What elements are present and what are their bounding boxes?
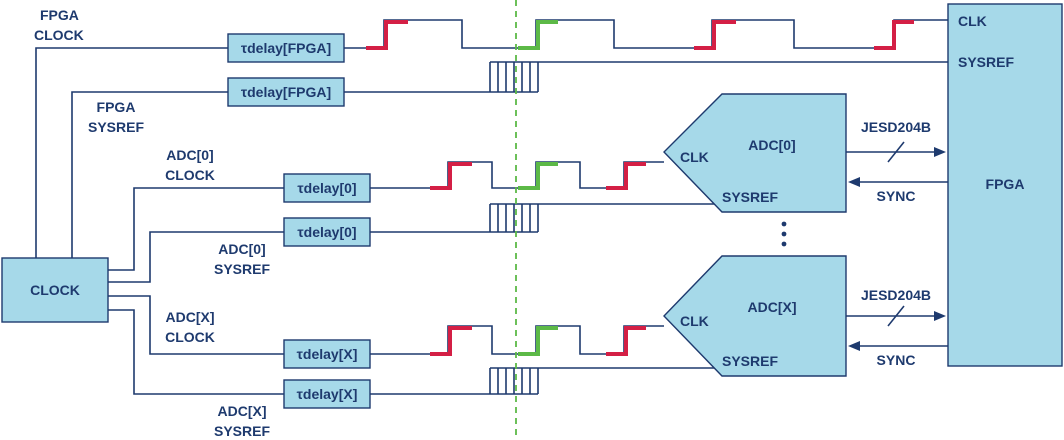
- svg-text:ADC[0]: ADC[0]: [166, 147, 213, 163]
- adcx-clock-wire-out: [370, 325, 664, 355]
- fpga-sysref-pin: SYSREF: [958, 54, 1014, 70]
- svg-text:SYSREF: SYSREF: [214, 423, 270, 439]
- adc0-sysref-pin: SYSREF: [722, 189, 778, 205]
- adcx-clock-wire: [108, 295, 284, 355]
- svg-text:JESD204B: JESD204B: [861, 287, 931, 303]
- svg-text:SYSREF: SYSREF: [88, 119, 144, 135]
- adc0-sysref-wire: [108, 231, 284, 283]
- svg-text:CLOCK: CLOCK: [165, 329, 215, 345]
- clock-edges: [366, 20, 914, 356]
- svg-text:ADC[X]: ADC[X]: [748, 299, 797, 315]
- svg-text:ADC[X]: ADC[X]: [166, 309, 215, 325]
- svg-text:CLOCK: CLOCK: [30, 282, 80, 298]
- delay-box-adcx-sysref: τdelay[X]: [283, 379, 371, 409]
- label-adcx-sysref: ADC[X] SYSREF: [214, 403, 270, 439]
- adc0-clock-wire-out: [370, 161, 664, 189]
- svg-text:τdelay[FPGA]: τdelay[FPGA]: [241, 40, 331, 56]
- delay-box-fpga-clock: τdelay[FPGA]: [227, 33, 345, 63]
- sysref-pulse-fpga: [489, 61, 539, 93]
- label-adc0-clock: ADC[0] CLOCK: [165, 147, 215, 183]
- label-adcx-clock: ADC[X] CLOCK: [165, 309, 215, 345]
- fpga-clock-wire: [35, 47, 228, 258]
- sysref-pulse-adc0: [489, 203, 539, 233]
- svg-text:SYNC: SYNC: [877, 188, 916, 204]
- svg-text:CLOCK: CLOCK: [34, 27, 84, 43]
- label-adc0-sysref: ADC[0] SYSREF: [214, 241, 270, 277]
- svg-text:CLOCK: CLOCK: [165, 167, 215, 183]
- jesd-link-adc0: JESD204B: [846, 119, 946, 163]
- svg-text:ADC[X]: ADC[X]: [218, 403, 267, 419]
- svg-text:τdelay[X]: τdelay[X]: [297, 346, 358, 362]
- svg-text:τdelay[X]: τdelay[X]: [297, 386, 358, 402]
- svg-text:τdelay[0]: τdelay[0]: [297, 224, 356, 240]
- svg-text:ADC[0]: ADC[0]: [218, 241, 265, 257]
- label-fpga-clock: FPGA CLOCK: [34, 7, 84, 43]
- sysref-pulse-adcx: [489, 367, 539, 395]
- sync-link-adc0: SYNC: [848, 177, 948, 204]
- jesd-link-adcx: JESD204B: [846, 287, 946, 327]
- delay-box-adc0-sysref: τdelay[0]: [283, 217, 371, 247]
- delay-box-adc0-clock: τdelay[0]: [283, 173, 371, 203]
- delay-box-fpga-sysref: τdelay[FPGA]: [227, 77, 345, 107]
- adc0-clk-pin: CLK: [680, 149, 709, 165]
- adcx-sysref-wire: [108, 309, 284, 395]
- delay-box-adcx-clock: τdelay[X]: [283, 339, 371, 369]
- svg-text:τdelay[0]: τdelay[0]: [297, 180, 356, 196]
- svg-text:FPGA: FPGA: [40, 7, 79, 23]
- svg-text:SYNC: SYNC: [877, 352, 916, 368]
- svg-text:FPGA: FPGA: [97, 99, 136, 115]
- ellipsis-dots: [781, 221, 787, 247]
- svg-text:ADC[0]: ADC[0]: [748, 137, 795, 153]
- adc0-clock-wire: [108, 187, 284, 271]
- adcx-clk-pin: CLK: [680, 313, 709, 329]
- fpga-sysref-wire: [71, 91, 228, 258]
- adcx-block: ADC[X] CLK SYSREF: [663, 255, 847, 377]
- svg-text:SYSREF: SYSREF: [214, 261, 270, 277]
- svg-text:JESD204B: JESD204B: [861, 119, 931, 135]
- adc0-block: ADC[0] CLK SYSREF: [663, 93, 847, 213]
- label-fpga-sysref: FPGA SYSREF: [88, 99, 144, 135]
- fpga-label: FPGA: [986, 176, 1025, 192]
- sync-link-adcx: SYNC: [848, 341, 948, 368]
- fpga-block: CLK SYSREF FPGA: [947, 3, 1063, 367]
- svg-text:τdelay[FPGA]: τdelay[FPGA]: [241, 84, 331, 100]
- adcx-sysref-pin: SYSREF: [722, 353, 778, 369]
- fpga-clock-wire-out: [344, 19, 948, 49]
- fpga-clk-pin: CLK: [958, 13, 987, 29]
- clock-block: CLOCK: [1, 257, 109, 323]
